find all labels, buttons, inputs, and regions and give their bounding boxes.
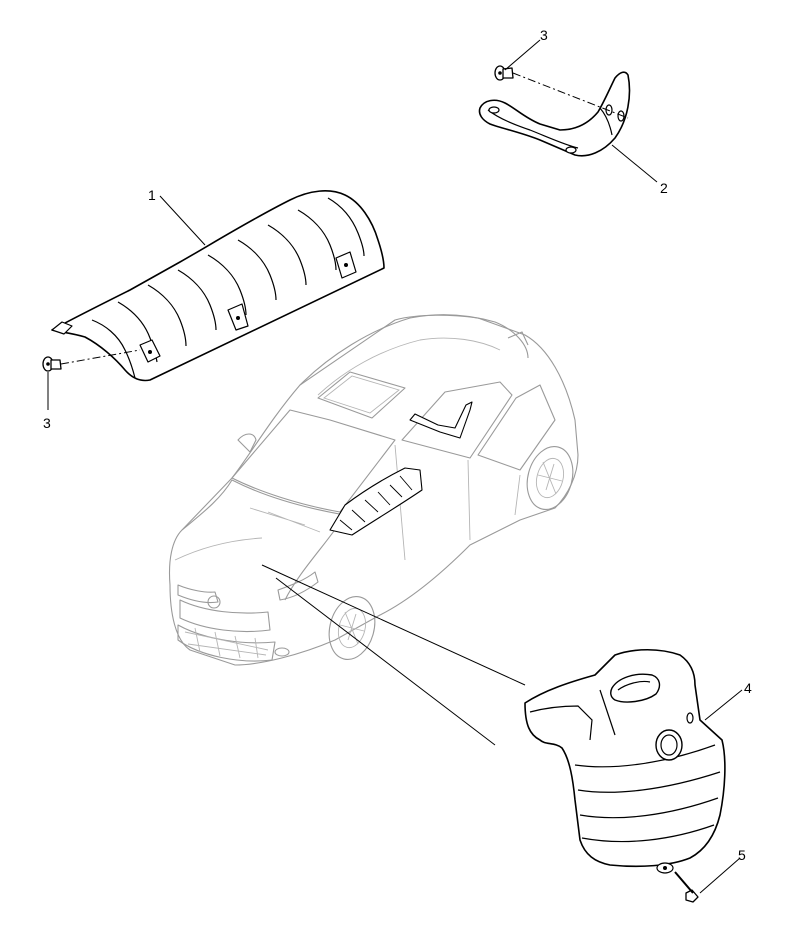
manifold-heat-shield — [524, 649, 726, 874]
flange-nut-icon — [494, 65, 514, 81]
callout-3-top: 3 — [540, 27, 548, 43]
assembly-axis-left — [60, 349, 141, 365]
in-vehicle-bracket-location — [409, 401, 473, 439]
vehicle-outline — [168, 314, 579, 666]
in-vehicle-heat-shield-location — [329, 467, 423, 536]
tunnel-heat-shield — [51, 190, 385, 382]
callout-4: 4 — [744, 680, 752, 696]
leader-lines — [47, 39, 743, 894]
callout-2: 2 — [660, 180, 668, 196]
callout-5: 5 — [738, 847, 746, 863]
flange-nut-icon — [42, 356, 62, 372]
assembly-axis-top — [512, 72, 629, 119]
bolt-icon — [674, 871, 699, 903]
bracket-heat-shield — [478, 71, 631, 157]
callout-3-left: 3 — [43, 415, 51, 431]
callout-1: 1 — [148, 187, 156, 203]
